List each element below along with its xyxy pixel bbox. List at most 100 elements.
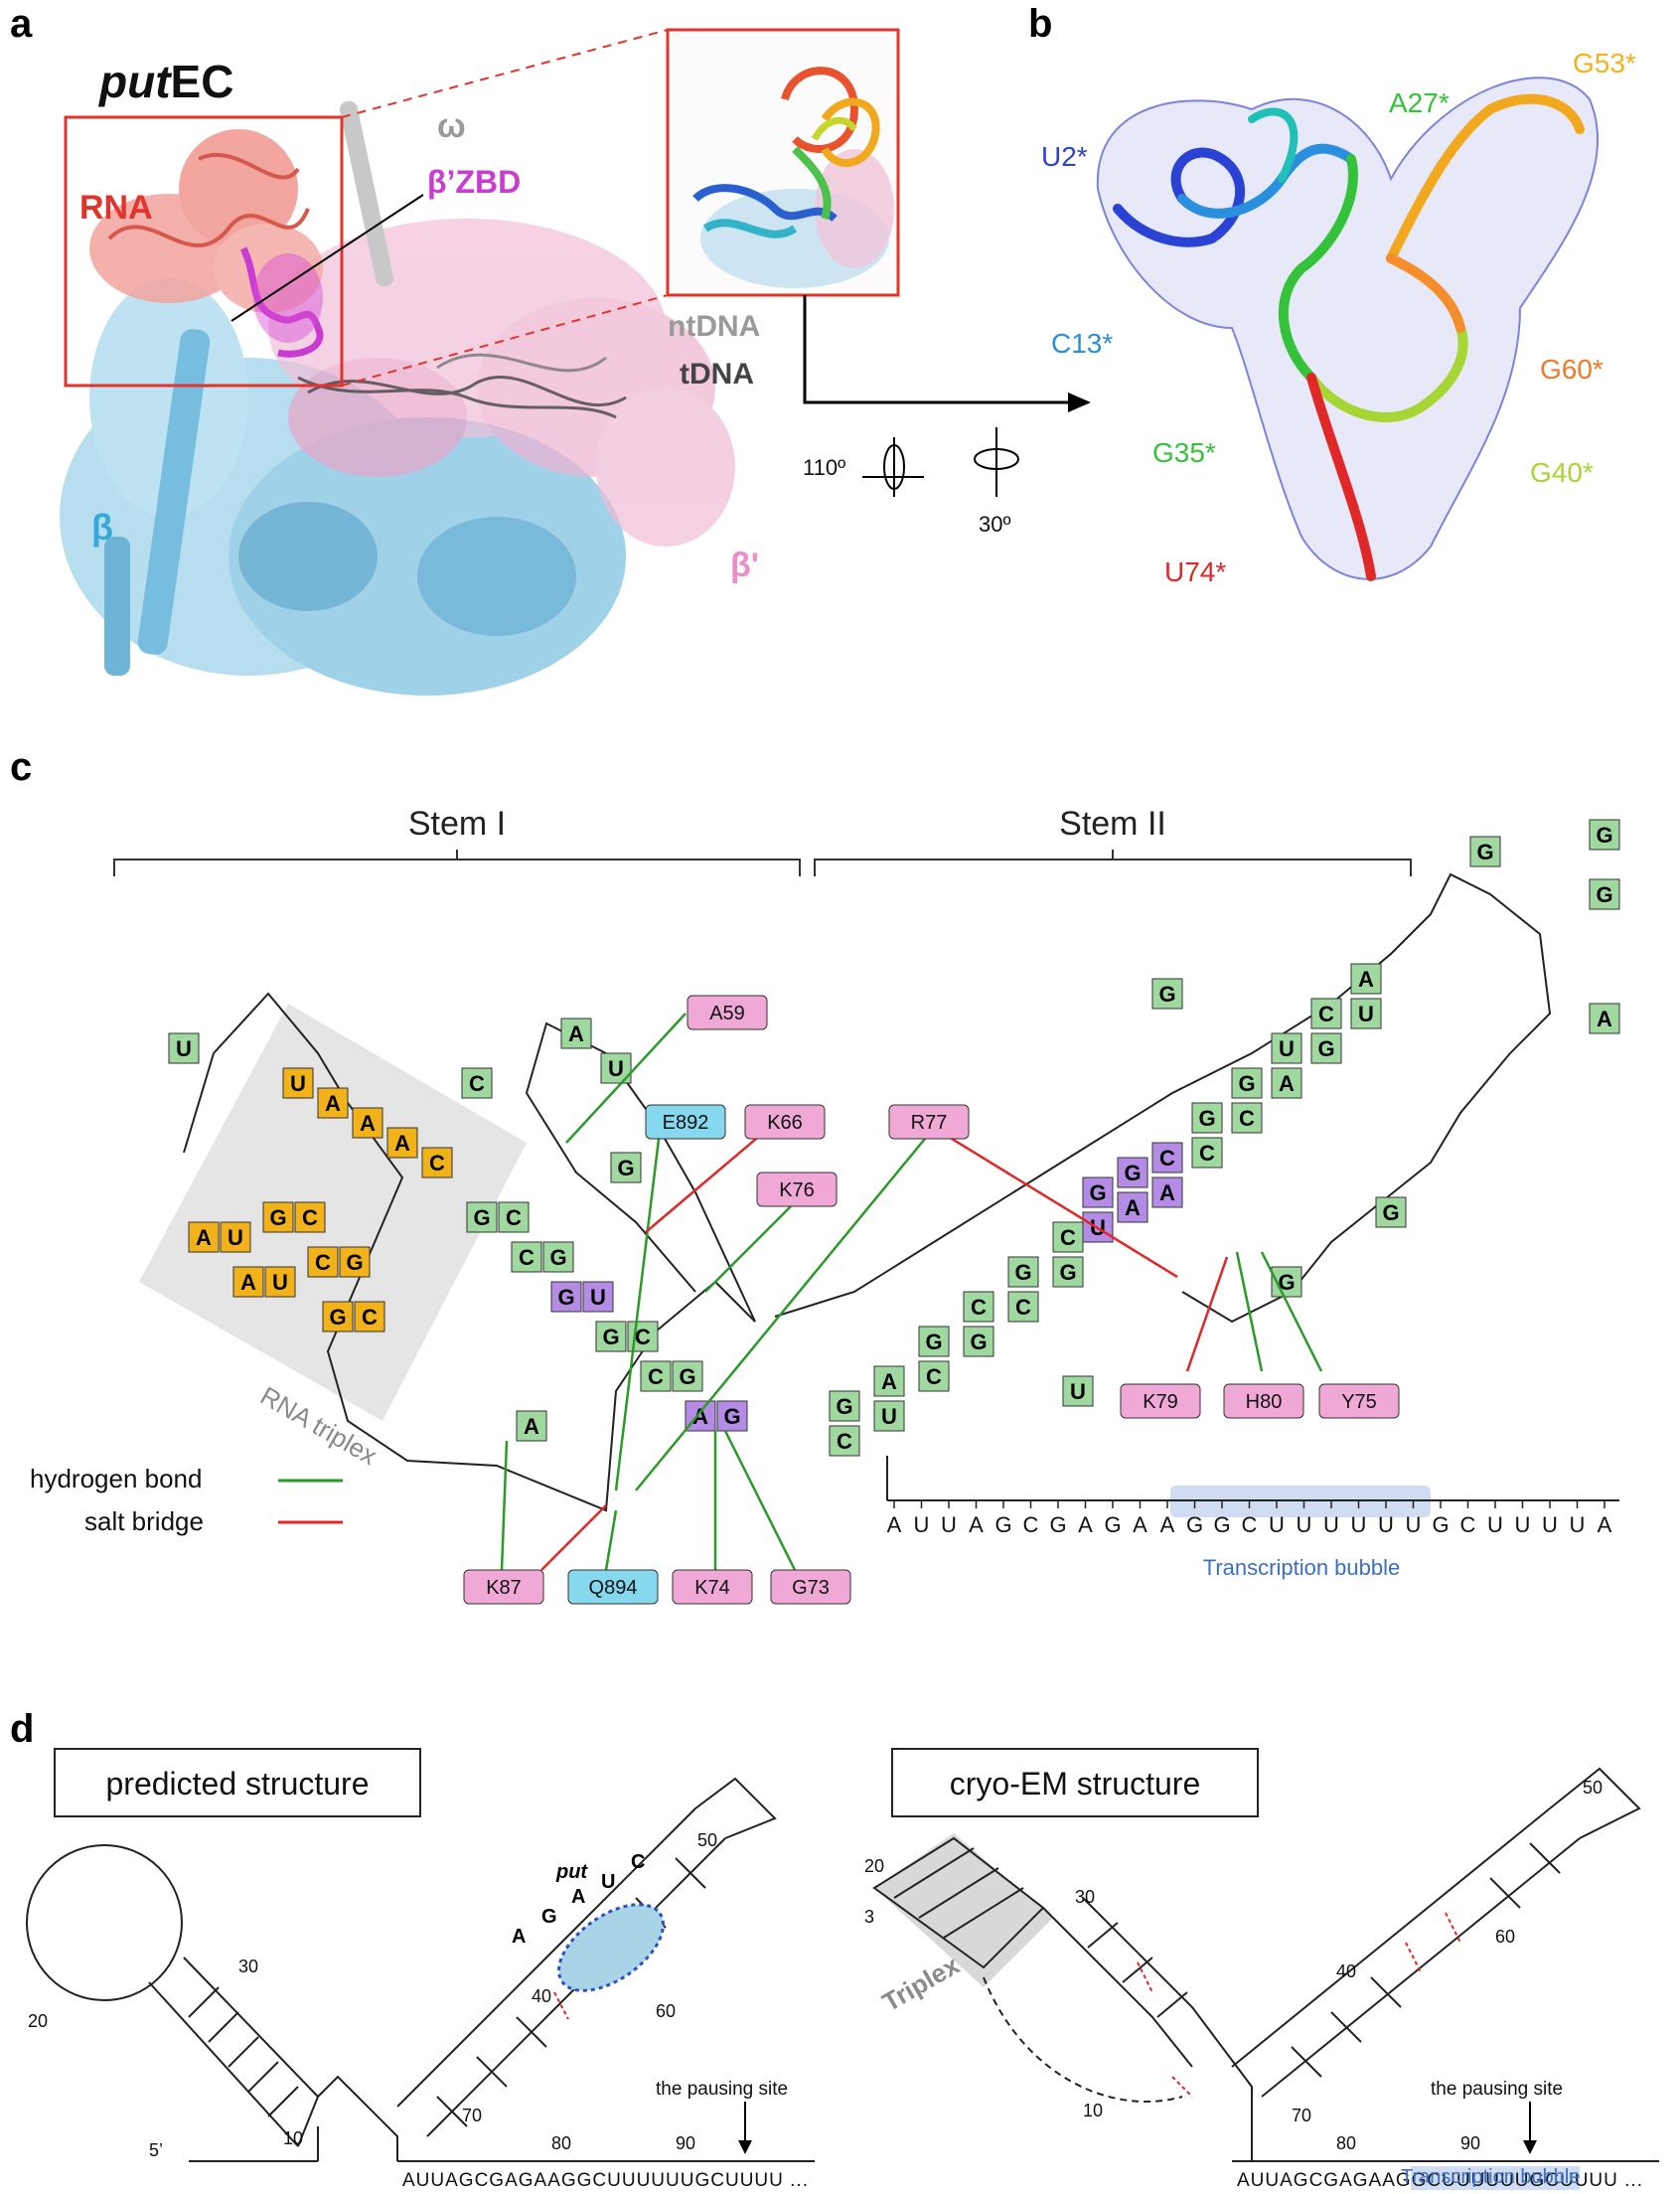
rotation-arrow (803, 295, 1073, 404)
rna-label: RNA (79, 189, 153, 227)
dna-base: G (994, 1512, 1011, 1537)
dna-base: C (1242, 1512, 1258, 1537)
svg-text:C: C (1015, 1295, 1031, 1320)
beta-prime-label: β' (730, 547, 759, 584)
svg-text:G: G (723, 1404, 740, 1429)
dna-base: A (969, 1512, 984, 1537)
svg-text:G: G (1059, 1260, 1076, 1285)
dna-base: U (1297, 1512, 1312, 1537)
put-ellipse (557, 1903, 665, 1992)
label-g53: G53* (1573, 48, 1636, 78)
svg-text:C: C (1239, 1106, 1255, 1131)
dna-duplex-shape (297, 353, 627, 419)
residue-y75 (1318, 1383, 1400, 1419)
svg-text:G73: G73 (792, 1577, 830, 1599)
svg-text:G: G (602, 1325, 619, 1349)
residue-k66 (744, 1104, 826, 1140)
cryo-bubble-highlight (1411, 2166, 1580, 2190)
panel-letter-d: d (10, 1707, 35, 1751)
right-num-40: 40 (1336, 1961, 1356, 1981)
residue-r77 (888, 1104, 970, 1140)
svg-text:U: U (272, 1270, 288, 1295)
dna-base: U (914, 1512, 930, 1537)
svg-text:G: G (836, 1394, 852, 1419)
residue-a59 (687, 995, 768, 1030)
svg-text:G: G (1238, 1071, 1255, 1096)
residue-k79 (1120, 1383, 1201, 1419)
left-sequence: AUUAGCGAGAAGGCUUUUUUGCUUUU ... (402, 2170, 809, 2191)
svg-text:A: A (512, 1926, 526, 1948)
right-pausing-label: the pausing site (1431, 2079, 1563, 2100)
svg-text:A: A (240, 1270, 256, 1295)
right-num-3: 3 (864, 1907, 874, 1927)
zbd-label: β’ZBD (427, 164, 522, 200)
stem1-label: Stem I (408, 805, 506, 843)
tdna-label: tDNA (680, 358, 754, 391)
svg-text:G: G (473, 1205, 490, 1230)
dna-base: U (1351, 1512, 1367, 1537)
svg-text:G: G (1158, 982, 1175, 1007)
legend: hydrogen bond salt bridge (30, 1464, 343, 1536)
svg-text:G: G (679, 1364, 695, 1389)
panel-b-density-map (1096, 77, 1600, 580)
dna-base: A (1598, 1512, 1612, 1537)
dna-base: G (1213, 1512, 1230, 1537)
svg-text:A: A (881, 1369, 897, 1394)
left-num-60: 60 (656, 2001, 676, 2021)
svg-text:G: G (1014, 1260, 1031, 1285)
svg-text:K74: K74 (694, 1577, 730, 1599)
svg-text:A: A (692, 1404, 708, 1429)
dna-base: U (1269, 1512, 1285, 1537)
transcription-bubble-label: Transcription bubble (1203, 1555, 1401, 1580)
triplex-nucleotides: U A A A C A U G C A U C G G C (188, 1067, 453, 1332)
svg-text:G: G (269, 1205, 286, 1230)
svg-text:A: A (1597, 1007, 1612, 1031)
svg-text:G: G (925, 1330, 942, 1354)
ntdna-label: ntDNA (668, 310, 761, 343)
svg-text:A: A (568, 1021, 584, 1046)
svg-text:G: G (617, 1156, 634, 1180)
svg-text:G: G (1124, 1161, 1141, 1185)
residue-g73 (770, 1569, 851, 1605)
put-sequence: A G A U C (512, 1851, 645, 1948)
dna-base: C (1460, 1512, 1476, 1537)
svg-text:R77: R77 (911, 1112, 948, 1134)
dna-base: U (941, 1512, 957, 1537)
svg-text:C: C (648, 1364, 664, 1389)
panel-a-figure (60, 28, 1600, 696)
rotation-icon-y (974, 427, 1019, 497)
label-c13: C13* (1051, 328, 1114, 359)
svg-text:U: U (590, 1285, 606, 1310)
legend-salt-label: salt bridge (84, 1506, 204, 1536)
arrow-head (1068, 392, 1091, 412)
svg-text:C: C (1060, 1225, 1076, 1250)
label-g40: G40* (1530, 457, 1594, 488)
svg-text:K87: K87 (486, 1577, 522, 1599)
svg-text:U: U (1070, 1379, 1086, 1404)
residue-e892 (645, 1104, 726, 1140)
svg-text:U: U (608, 1056, 624, 1081)
svg-text:G: G (541, 1906, 557, 1928)
svg-text:G: G (1596, 882, 1612, 907)
svg-text:U: U (601, 1871, 615, 1893)
residue-k76 (756, 1172, 838, 1207)
panel-b-rna-ribbon (1113, 93, 1585, 581)
svg-text:C: C (429, 1151, 445, 1175)
interaction-lines (500, 1013, 1323, 1571)
predicted-title: predicted structure (105, 1766, 369, 1802)
left-num-10: 10 (283, 2128, 303, 2148)
label-a27: A27* (1389, 87, 1450, 118)
dna-base: U (1570, 1512, 1586, 1537)
residue-k87 (463, 1569, 544, 1605)
cryo-structure (872, 1767, 1659, 2162)
rotation-icon-x (862, 437, 924, 497)
dna-base: U (1542, 1512, 1558, 1537)
svg-text:G: G (549, 1245, 566, 1270)
svg-text:H80: H80 (1246, 1391, 1283, 1413)
rna-highlight-box (64, 115, 344, 388)
svg-text:C: C (469, 1071, 485, 1096)
svg-text:Q894: Q894 (589, 1577, 638, 1599)
left-num-80: 80 (551, 2133, 571, 2153)
dna-base: U (1378, 1512, 1394, 1537)
